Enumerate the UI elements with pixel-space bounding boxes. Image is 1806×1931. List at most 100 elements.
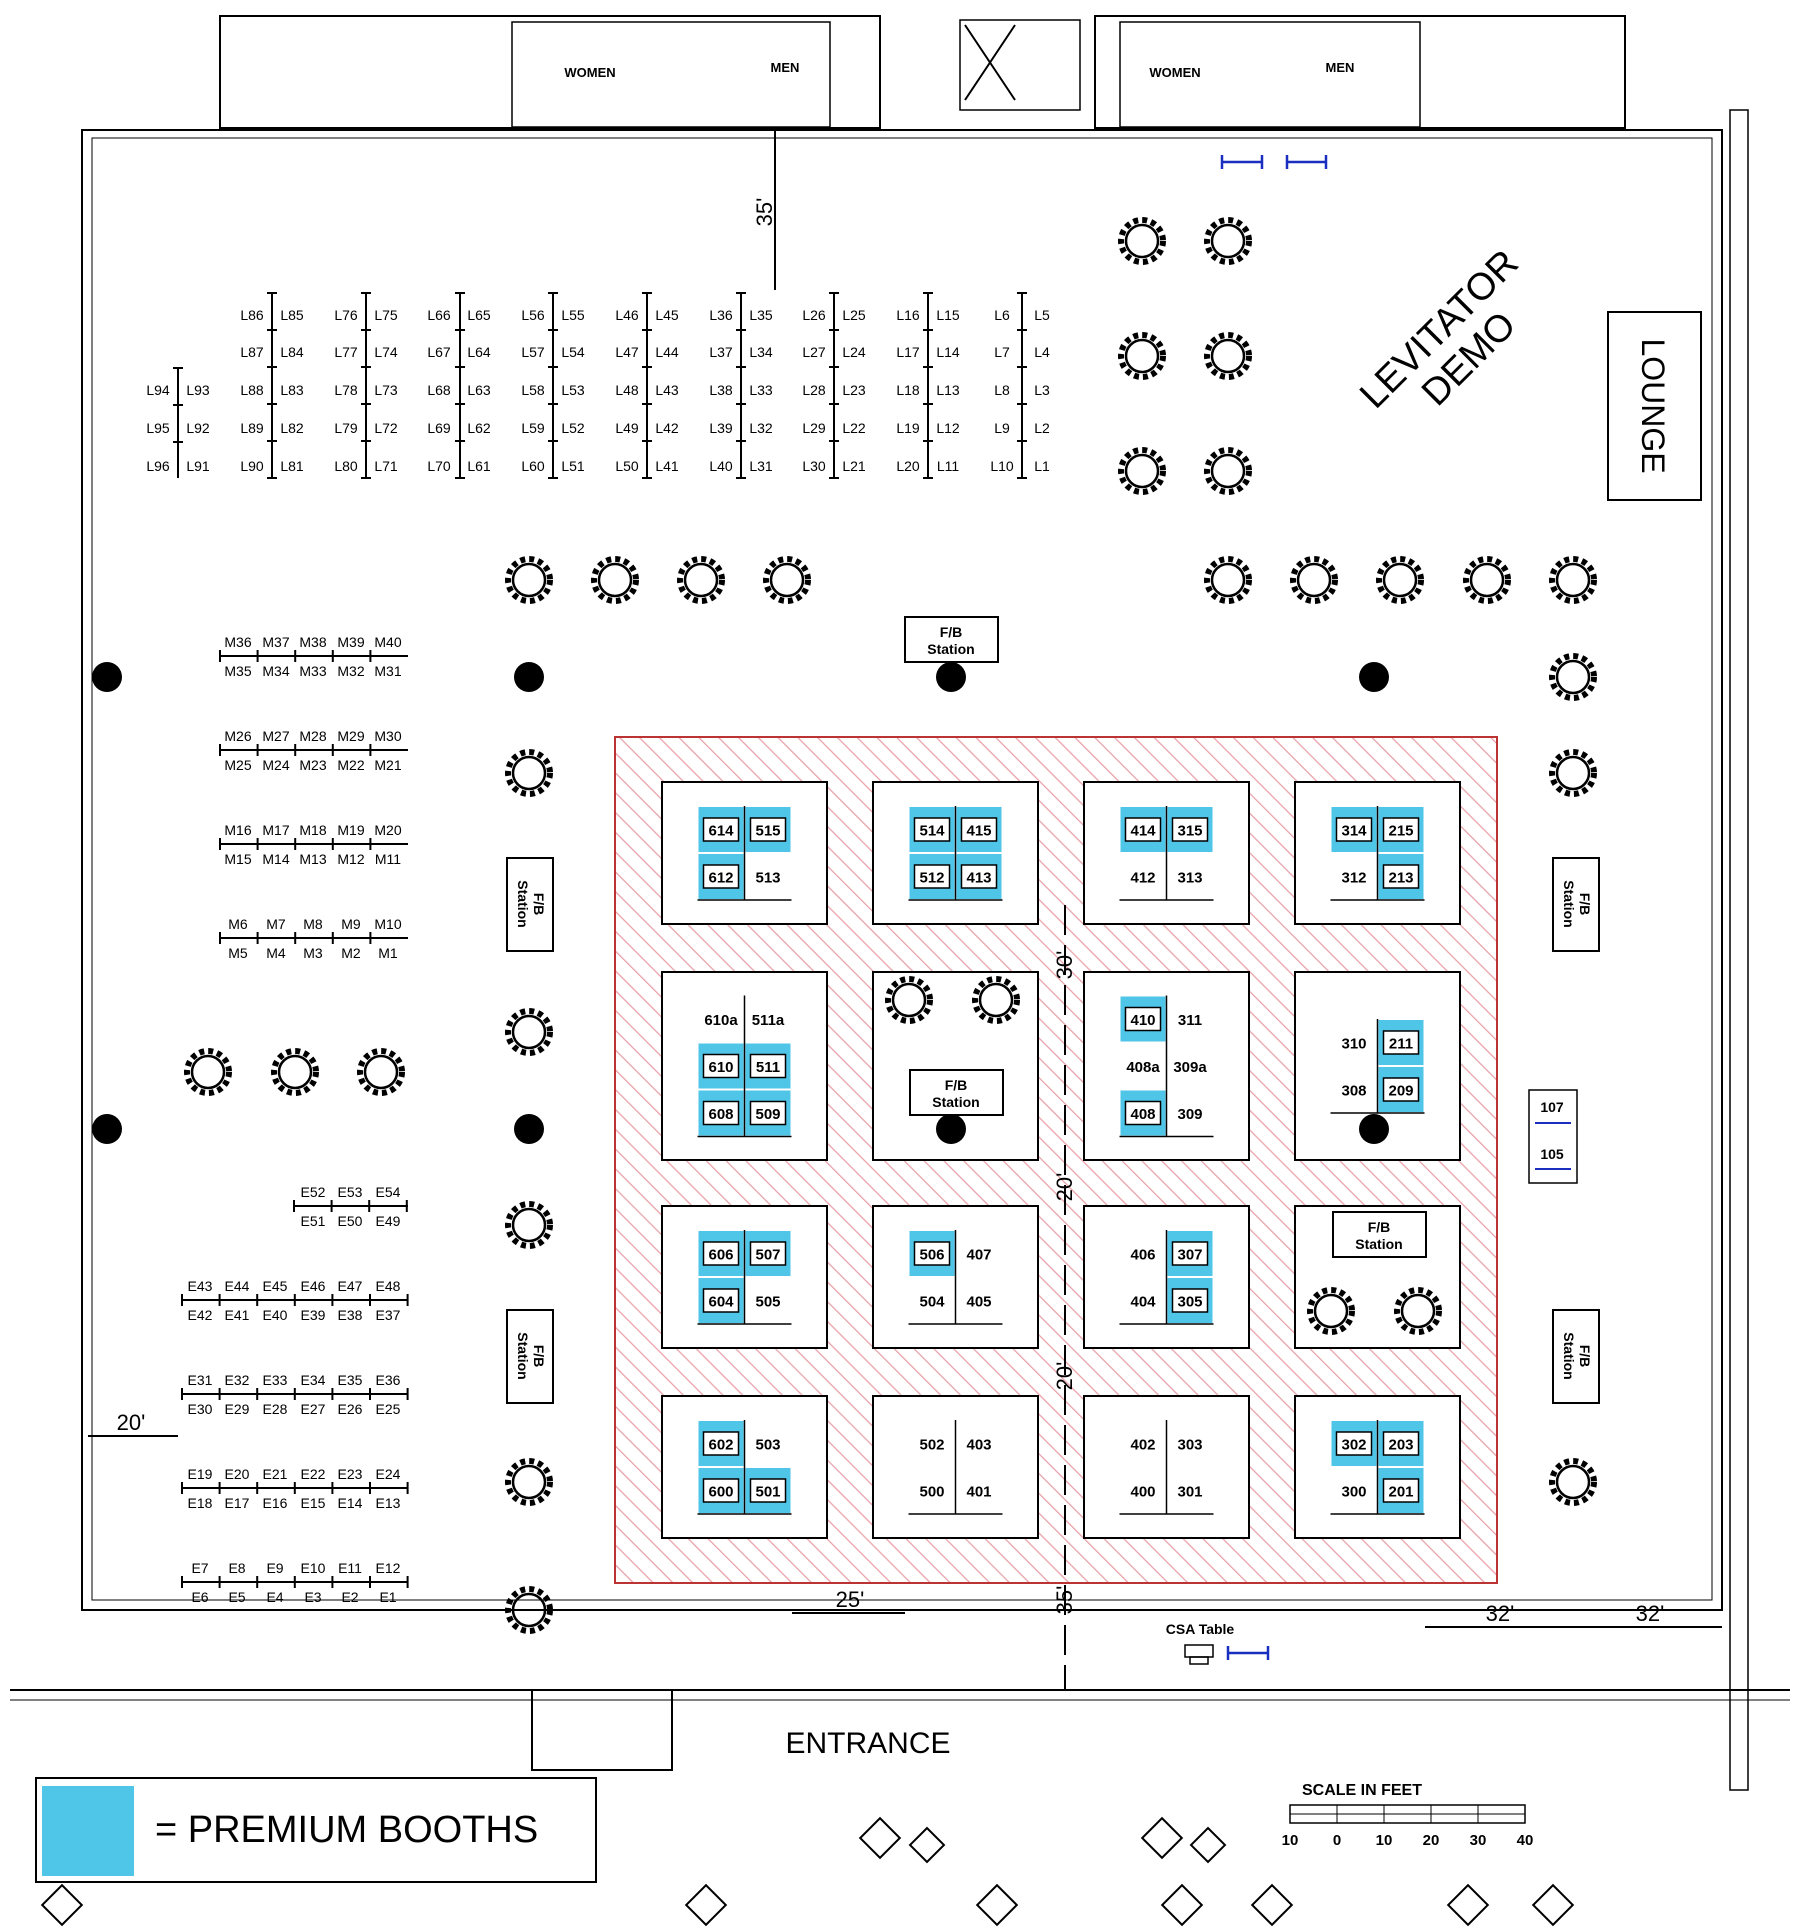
booth-310[interactable]: 310 xyxy=(1341,1036,1366,1053)
booth-E7[interactable]: E7 xyxy=(191,1560,208,1576)
booth-503[interactable]: 503 xyxy=(755,1437,780,1454)
booth-E1[interactable]: E1 xyxy=(379,1589,396,1605)
booth-L76[interactable]: L76 xyxy=(334,307,358,323)
booth-E48[interactable]: E48 xyxy=(376,1278,401,1294)
booth-E51[interactable]: E51 xyxy=(301,1213,326,1229)
booth-L25[interactable]: L25 xyxy=(842,307,866,323)
booth-305[interactable]: 305 xyxy=(1167,1278,1213,1323)
booth-M1[interactable]: M1 xyxy=(378,945,398,961)
booth-L52[interactable]: L52 xyxy=(561,420,585,436)
booth-E17[interactable]: E17 xyxy=(225,1495,250,1511)
booth-L75[interactable]: L75 xyxy=(374,307,398,323)
booth-L44[interactable]: L44 xyxy=(655,344,679,360)
booth-L65[interactable]: L65 xyxy=(467,307,491,323)
booth-512[interactable]: 512 xyxy=(909,854,955,899)
booth-L35[interactable]: L35 xyxy=(749,307,773,323)
booth-L2[interactable]: L2 xyxy=(1034,420,1050,436)
booth-302[interactable]: 302 xyxy=(1331,1421,1377,1466)
booth-E33[interactable]: E33 xyxy=(263,1372,288,1388)
booth-L29[interactable]: L29 xyxy=(802,420,826,436)
booth-L70[interactable]: L70 xyxy=(427,458,451,474)
booth-L83[interactable]: L83 xyxy=(280,382,304,398)
booth-E21[interactable]: E21 xyxy=(263,1466,288,1482)
booth-M32[interactable]: M32 xyxy=(337,663,364,679)
booth-E32[interactable]: E32 xyxy=(225,1372,250,1388)
booth-E15[interactable]: E15 xyxy=(301,1495,326,1511)
booth-408[interactable]: 408 xyxy=(1120,1090,1166,1136)
booth-L74[interactable]: L74 xyxy=(374,344,398,360)
booth-506[interactable]: 506 xyxy=(909,1231,955,1276)
booth-500[interactable]: 500 xyxy=(919,1484,944,1501)
booth-L82[interactable]: L82 xyxy=(280,420,304,436)
booth-504[interactable]: 504 xyxy=(919,1294,945,1311)
booth-213[interactable]: 213 xyxy=(1378,854,1424,899)
booth-M14[interactable]: M14 xyxy=(262,851,289,867)
booth-407[interactable]: 407 xyxy=(966,1247,991,1264)
booth-502[interactable]: 502 xyxy=(919,1437,944,1454)
booth-L18[interactable]: L18 xyxy=(896,382,920,398)
booth-M30[interactable]: M30 xyxy=(374,728,401,744)
booth-L95[interactable]: L95 xyxy=(146,420,170,436)
booth-L61[interactable]: L61 xyxy=(467,458,491,474)
booth-E38[interactable]: E38 xyxy=(338,1307,363,1323)
booth-M35[interactable]: M35 xyxy=(224,663,251,679)
booth-E47[interactable]: E47 xyxy=(338,1278,363,1294)
booth-L20[interactable]: L20 xyxy=(896,458,920,474)
booth-L30[interactable]: L30 xyxy=(802,458,826,474)
booth-L85[interactable]: L85 xyxy=(280,307,304,323)
booth-L58[interactable]: L58 xyxy=(521,382,545,398)
booth-L71[interactable]: L71 xyxy=(374,458,398,474)
booth-L94[interactable]: L94 xyxy=(146,382,170,398)
booth-E9[interactable]: E9 xyxy=(266,1560,283,1576)
booth-L78[interactable]: L78 xyxy=(334,382,358,398)
booth-311[interactable]: 311 xyxy=(1178,1012,1202,1029)
booth-E24[interactable]: E24 xyxy=(376,1466,401,1482)
booth-L64[interactable]: L64 xyxy=(467,344,491,360)
booth-M11[interactable]: M11 xyxy=(375,851,401,867)
booth-307[interactable]: 307 xyxy=(1167,1231,1213,1276)
booth-L17[interactable]: L17 xyxy=(896,344,920,360)
booth-M20[interactable]: M20 xyxy=(374,822,401,838)
booth-L96[interactable]: L96 xyxy=(146,458,170,474)
booth-E50[interactable]: E50 xyxy=(338,1213,363,1229)
booth-L7[interactable]: L7 xyxy=(994,344,1010,360)
booth-L89[interactable]: L89 xyxy=(240,420,264,436)
booth-L63[interactable]: L63 xyxy=(467,382,491,398)
booth-400[interactable]: 400 xyxy=(1130,1484,1155,1501)
booth-L90[interactable]: L90 xyxy=(240,458,264,474)
booth-E23[interactable]: E23 xyxy=(338,1466,363,1482)
booth-E41[interactable]: E41 xyxy=(225,1307,250,1323)
booth-515[interactable]: 515 xyxy=(745,807,791,852)
booth-M10[interactable]: M10 xyxy=(374,916,401,932)
booth-604[interactable]: 604 xyxy=(698,1278,744,1323)
booth-E30[interactable]: E30 xyxy=(188,1401,213,1417)
booth-404[interactable]: 404 xyxy=(1130,1294,1156,1311)
booth-M12[interactable]: M12 xyxy=(337,851,364,867)
booth-L28[interactable]: L28 xyxy=(802,382,826,398)
booth-614[interactable]: 614 xyxy=(698,807,744,852)
booth-E40[interactable]: E40 xyxy=(263,1307,288,1323)
booth-L9[interactable]: L9 xyxy=(994,420,1010,436)
booth-L10[interactable]: L10 xyxy=(990,458,1014,474)
booth-E42[interactable]: E42 xyxy=(188,1307,213,1323)
booth-L69[interactable]: L69 xyxy=(427,420,451,436)
booth-L12[interactable]: L12 xyxy=(936,420,960,436)
booth-E49[interactable]: E49 xyxy=(376,1213,401,1229)
booth-L8[interactable]: L8 xyxy=(994,382,1010,398)
booth-303[interactable]: 303 xyxy=(1177,1437,1202,1454)
booth-M37[interactable]: M37 xyxy=(262,634,289,650)
booth-E10[interactable]: E10 xyxy=(301,1560,326,1576)
booth-M26[interactable]: M26 xyxy=(224,728,251,744)
booth-507[interactable]: 507 xyxy=(745,1231,791,1276)
booth-M15[interactable]: M15 xyxy=(224,851,251,867)
booth-M5[interactable]: M5 xyxy=(228,945,248,961)
booth-L88[interactable]: L88 xyxy=(240,382,264,398)
booth-E44[interactable]: E44 xyxy=(225,1278,250,1294)
booth-L54[interactable]: L54 xyxy=(561,344,585,360)
booth-M2[interactable]: M2 xyxy=(341,945,361,961)
booth-M27[interactable]: M27 xyxy=(262,728,289,744)
booth-E27[interactable]: E27 xyxy=(301,1401,326,1417)
booth-E2[interactable]: E2 xyxy=(341,1589,358,1605)
booth-L77[interactable]: L77 xyxy=(334,344,358,360)
booth-E37[interactable]: E37 xyxy=(376,1307,401,1323)
